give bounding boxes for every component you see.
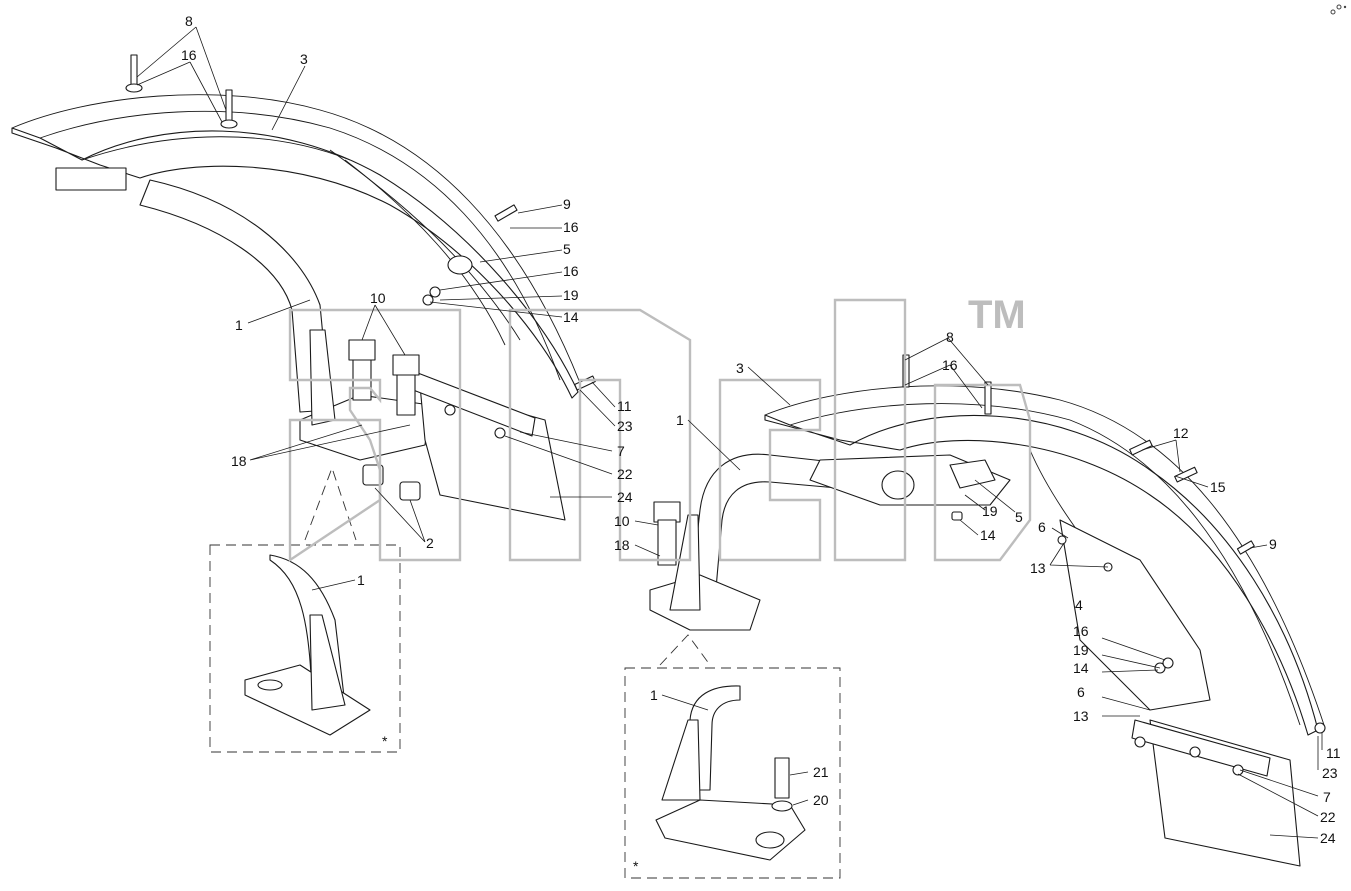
callout-2-left: 2 (426, 535, 434, 551)
left-bolt-9 (494, 204, 518, 222)
callout-labels: 8 16 3 9 16 5 16 19 14 1 10 11 23 7 22 1… (181, 13, 1341, 874)
callout-23-right: 23 (1322, 765, 1338, 781)
callout-12-right: 12 (1173, 425, 1189, 441)
watermark-tm: TM (968, 293, 1026, 337)
right-base-plate (649, 574, 761, 631)
callout-10-left: 10 (370, 290, 386, 306)
callout-7-right: 7 (1323, 789, 1331, 805)
callout-16-left-top: 16 (181, 47, 197, 63)
callout-1-left: 1 (235, 317, 243, 333)
right-bolt-10 (653, 501, 681, 566)
callout-5-right: 5 (1015, 509, 1023, 525)
left-mount-tab (55, 167, 127, 191)
callout-11-left: 11 (617, 398, 632, 414)
callout-21: 21 (813, 764, 829, 780)
right-fender-assembly (649, 354, 1326, 867)
callout-22-right: 22 (1320, 809, 1336, 825)
callout-5-left: 5 (563, 241, 571, 257)
callout-16-left-low: 16 (563, 263, 579, 279)
callout-1-left-detail: 1 (357, 572, 365, 588)
left-top-bolt-b (225, 89, 233, 123)
callout-3-right: 3 (736, 360, 744, 376)
callout-15-right: 15 (1210, 479, 1226, 495)
right-flap-strip (1131, 719, 1271, 777)
leader-lines (136, 26, 1323, 839)
left-pad-5 (447, 255, 473, 275)
callout-16-right-mid: 16 (1073, 623, 1089, 639)
asterisk-left-detail: * (382, 733, 388, 749)
callout-14-right: 14 (980, 527, 996, 543)
washer-20 (771, 800, 793, 812)
callout-24-right: 24 (1320, 830, 1336, 846)
callout-4-right: 4 (1075, 597, 1083, 613)
callout-19-right: 19 (982, 503, 998, 519)
left-bushing-b (399, 481, 421, 501)
callout-14-right-mid: 14 (1073, 660, 1089, 676)
callout-3-left: 3 (300, 51, 308, 67)
left-detail-view (209, 466, 401, 753)
callout-9-left: 9 (563, 196, 571, 212)
callout-8-left: 8 (185, 13, 193, 29)
callout-18-left: 18 (231, 453, 247, 469)
left-bolt-10b (392, 354, 420, 416)
callout-7-left: 7 (617, 443, 625, 459)
callout-23-left: 23 (617, 418, 633, 434)
callout-20: 20 (813, 792, 829, 808)
callout-13-right-top: 13 (1030, 560, 1046, 576)
callout-6-right-low: 6 (1077, 684, 1085, 700)
callout-22-left: 22 (617, 466, 633, 482)
callout-16-right-top: 16 (942, 357, 958, 373)
callout-1-right: 1 (676, 412, 684, 428)
callout-18-right: 18 (614, 537, 630, 553)
watermark-logo: TM (288, 293, 1032, 563)
callout-10-right: 10 (614, 513, 630, 529)
left-top-bolt-a (130, 54, 138, 88)
callout-19-left: 19 (563, 287, 579, 303)
callout-11-right: 11 (1326, 745, 1341, 761)
callout-1-right-detail: 1 (650, 687, 658, 703)
callout-9-right: 9 (1269, 536, 1277, 552)
right-inner-panel (1059, 519, 1211, 711)
link-icon[interactable] (1330, 4, 1347, 15)
bolt-21 (774, 757, 790, 799)
left-fender-assembly (11, 54, 596, 521)
callout-6-right-top: 6 (1038, 519, 1046, 535)
callout-14-left: 14 (563, 309, 579, 325)
callout-24-left: 24 (617, 489, 633, 505)
asterisk-right-detail: * (633, 858, 639, 874)
left-bracket-arm (139, 179, 331, 413)
left-bushing-a (362, 464, 384, 486)
right-pad-5 (949, 459, 996, 489)
right-detail-view (624, 634, 841, 879)
right-top-bolt-b (984, 381, 992, 415)
callout-16-left-mid: 16 (563, 219, 579, 235)
callout-13-right-low: 13 (1073, 708, 1089, 724)
callout-19-right-mid: 19 (1073, 642, 1089, 658)
left-fender-arc (11, 127, 579, 399)
callout-8-right: 8 (946, 329, 954, 345)
